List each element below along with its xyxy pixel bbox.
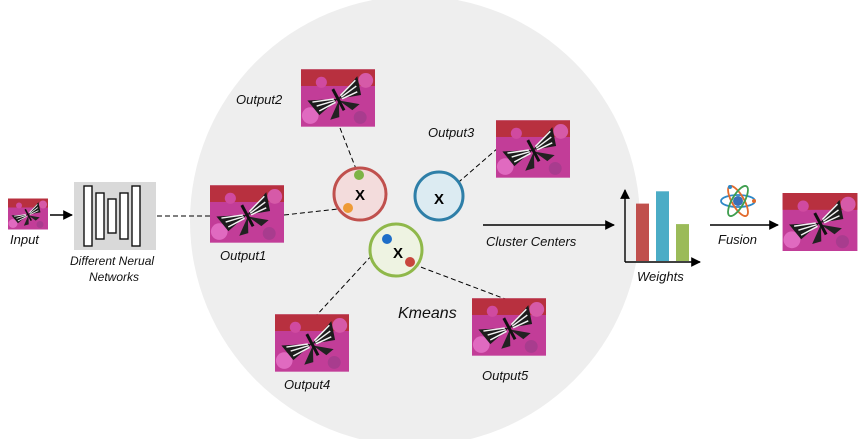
output2-label: Output2: [236, 92, 283, 107]
output5-label: Output5: [482, 368, 529, 383]
weight-bar: [656, 191, 669, 261]
output3-label: Output3: [428, 125, 475, 140]
cluster-green: X: [368, 222, 424, 278]
output3-image: [496, 119, 570, 179]
atom-icon: [720, 185, 756, 217]
output2-image: [301, 69, 375, 127]
fused-output-image: [782, 193, 858, 251]
output1-label: Output1: [220, 248, 266, 263]
weight-bar: [636, 203, 649, 261]
weight-bar: [676, 224, 689, 261]
input-label: Input: [10, 232, 40, 247]
point-green: [354, 170, 364, 180]
output1-connector: [283, 207, 348, 216]
output5-connector: [409, 262, 509, 301]
centroid-red-marker: X: [355, 187, 365, 204]
cluster-red: X: [332, 166, 388, 222]
output2-connector: [339, 127, 359, 175]
networks-label-line2: Networks: [89, 270, 139, 284]
weights-label: Weights: [637, 269, 684, 284]
fusion-label: Fusion: [718, 232, 757, 247]
weights-chart: [620, 189, 701, 267]
networks-label-line1: Different Nerual: [70, 254, 154, 268]
output5-image: [472, 298, 546, 356]
network-box: [74, 182, 156, 250]
point-blue: [382, 234, 392, 244]
point-orange: [343, 203, 353, 213]
output4-label: Output4: [284, 377, 330, 392]
centroid-green-marker: X: [393, 245, 403, 262]
output1-image: [210, 185, 284, 243]
point-red: [405, 257, 415, 267]
output4-image: [275, 314, 349, 372]
input-image: [8, 198, 48, 230]
cluster-blue: X: [413, 170, 465, 222]
cluster-centers-label: Cluster Centers: [486, 234, 577, 249]
centroid-blue-marker: X: [434, 191, 444, 208]
kmeans-label: Kmeans: [398, 305, 457, 322]
